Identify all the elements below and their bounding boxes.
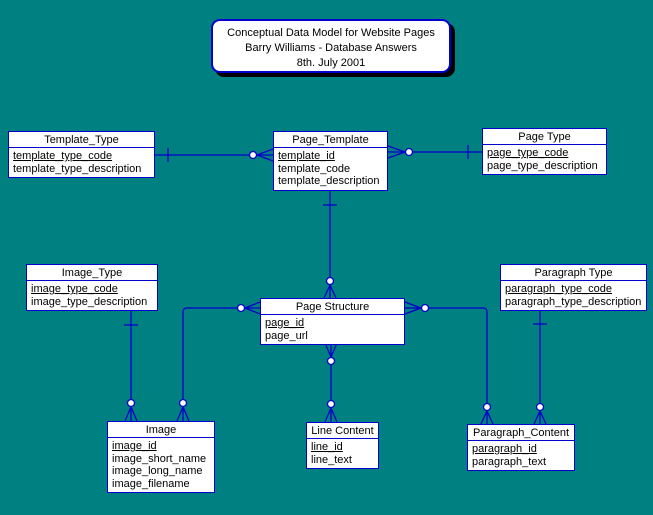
rel-page-structure--paragraph-content bbox=[404, 301, 494, 425]
entity-paragraph-type: Paragraph Type paragraph_type_code parag… bbox=[500, 264, 647, 311]
entity-page-template: Page_Template template_id template_code … bbox=[273, 131, 388, 191]
pk-attribute: page_id bbox=[265, 317, 305, 329]
rel-page-structure--image bbox=[176, 301, 261, 422]
entity-paragraph-content: Paragraph_Content paragraph_id paragraph… bbox=[467, 424, 575, 471]
pk-attribute: paragraph_id bbox=[472, 443, 537, 455]
pk-attribute: image_type_code bbox=[31, 283, 118, 295]
entity-title: Line Content bbox=[307, 423, 378, 439]
entity-image-type: Image_Type image_type_code image_type_de… bbox=[26, 264, 158, 311]
rel-page-structure--line-content bbox=[324, 342, 338, 423]
entity-page-structure: Page Structure page_id page_url bbox=[260, 298, 405, 345]
pk-attribute: image_id bbox=[112, 440, 157, 452]
rel-paragraph-type--paragraph-content bbox=[533, 310, 547, 425]
pk-attribute: page_type_code bbox=[487, 147, 569, 159]
rel-image-type--image bbox=[124, 309, 138, 422]
attribute: image_filename bbox=[112, 477, 190, 490]
diagram-date: 8th. July 2001 bbox=[296, 57, 366, 69]
entity-title: Image bbox=[108, 422, 214, 438]
entity-title: Page_Template bbox=[274, 132, 387, 148]
pk-attribute: template_id bbox=[278, 150, 335, 162]
diagram-title-box: Conceptual Data Model for Website Pages … bbox=[211, 19, 451, 73]
attribute: image_long_name bbox=[112, 465, 203, 477]
pk-attribute: template_type_code bbox=[13, 150, 113, 162]
attribute: template_type_description bbox=[13, 162, 142, 175]
entity-title: Page Type bbox=[483, 129, 606, 145]
attribute: page_url bbox=[265, 329, 308, 342]
entity-title: Image_Type bbox=[27, 265, 157, 281]
attribute: page_type_description bbox=[487, 159, 598, 172]
diagram-author: Barry Williams - Database Answers bbox=[245, 42, 417, 54]
entity-template-type: Template_Type template_type_code templat… bbox=[8, 131, 155, 178]
diagram-title: Conceptual Data Model for Website Pages bbox=[227, 27, 435, 39]
attribute: paragraph_text bbox=[472, 455, 546, 468]
entity-line-content: Line Content line_id line_text bbox=[306, 422, 379, 469]
entity-title: Page Structure bbox=[261, 299, 404, 315]
attribute: template_code bbox=[278, 162, 351, 175]
pk-attribute: line_id bbox=[311, 441, 343, 453]
attribute: paragraph_type_description bbox=[505, 295, 642, 308]
attribute: image_type_description bbox=[31, 295, 148, 308]
entity-title: Template_Type bbox=[9, 132, 154, 148]
entity-title: Paragraph_Content bbox=[468, 425, 574, 441]
pk-attribute: paragraph_type_code bbox=[505, 283, 613, 295]
attribute: template_description bbox=[278, 175, 380, 187]
attribute: image_short_name bbox=[112, 452, 207, 465]
entity-image: Image image_id image_short_name image_lo… bbox=[107, 421, 215, 493]
attribute: line_text bbox=[311, 453, 352, 466]
rel-template-type--page-template bbox=[155, 148, 274, 162]
entity-page-type: Page Type page_type_code page_type_descr… bbox=[482, 128, 607, 175]
rel-page-template--page-structure bbox=[323, 188, 337, 299]
entity-title: Paragraph Type bbox=[501, 265, 646, 281]
rel-page-type--page-template bbox=[387, 145, 482, 159]
